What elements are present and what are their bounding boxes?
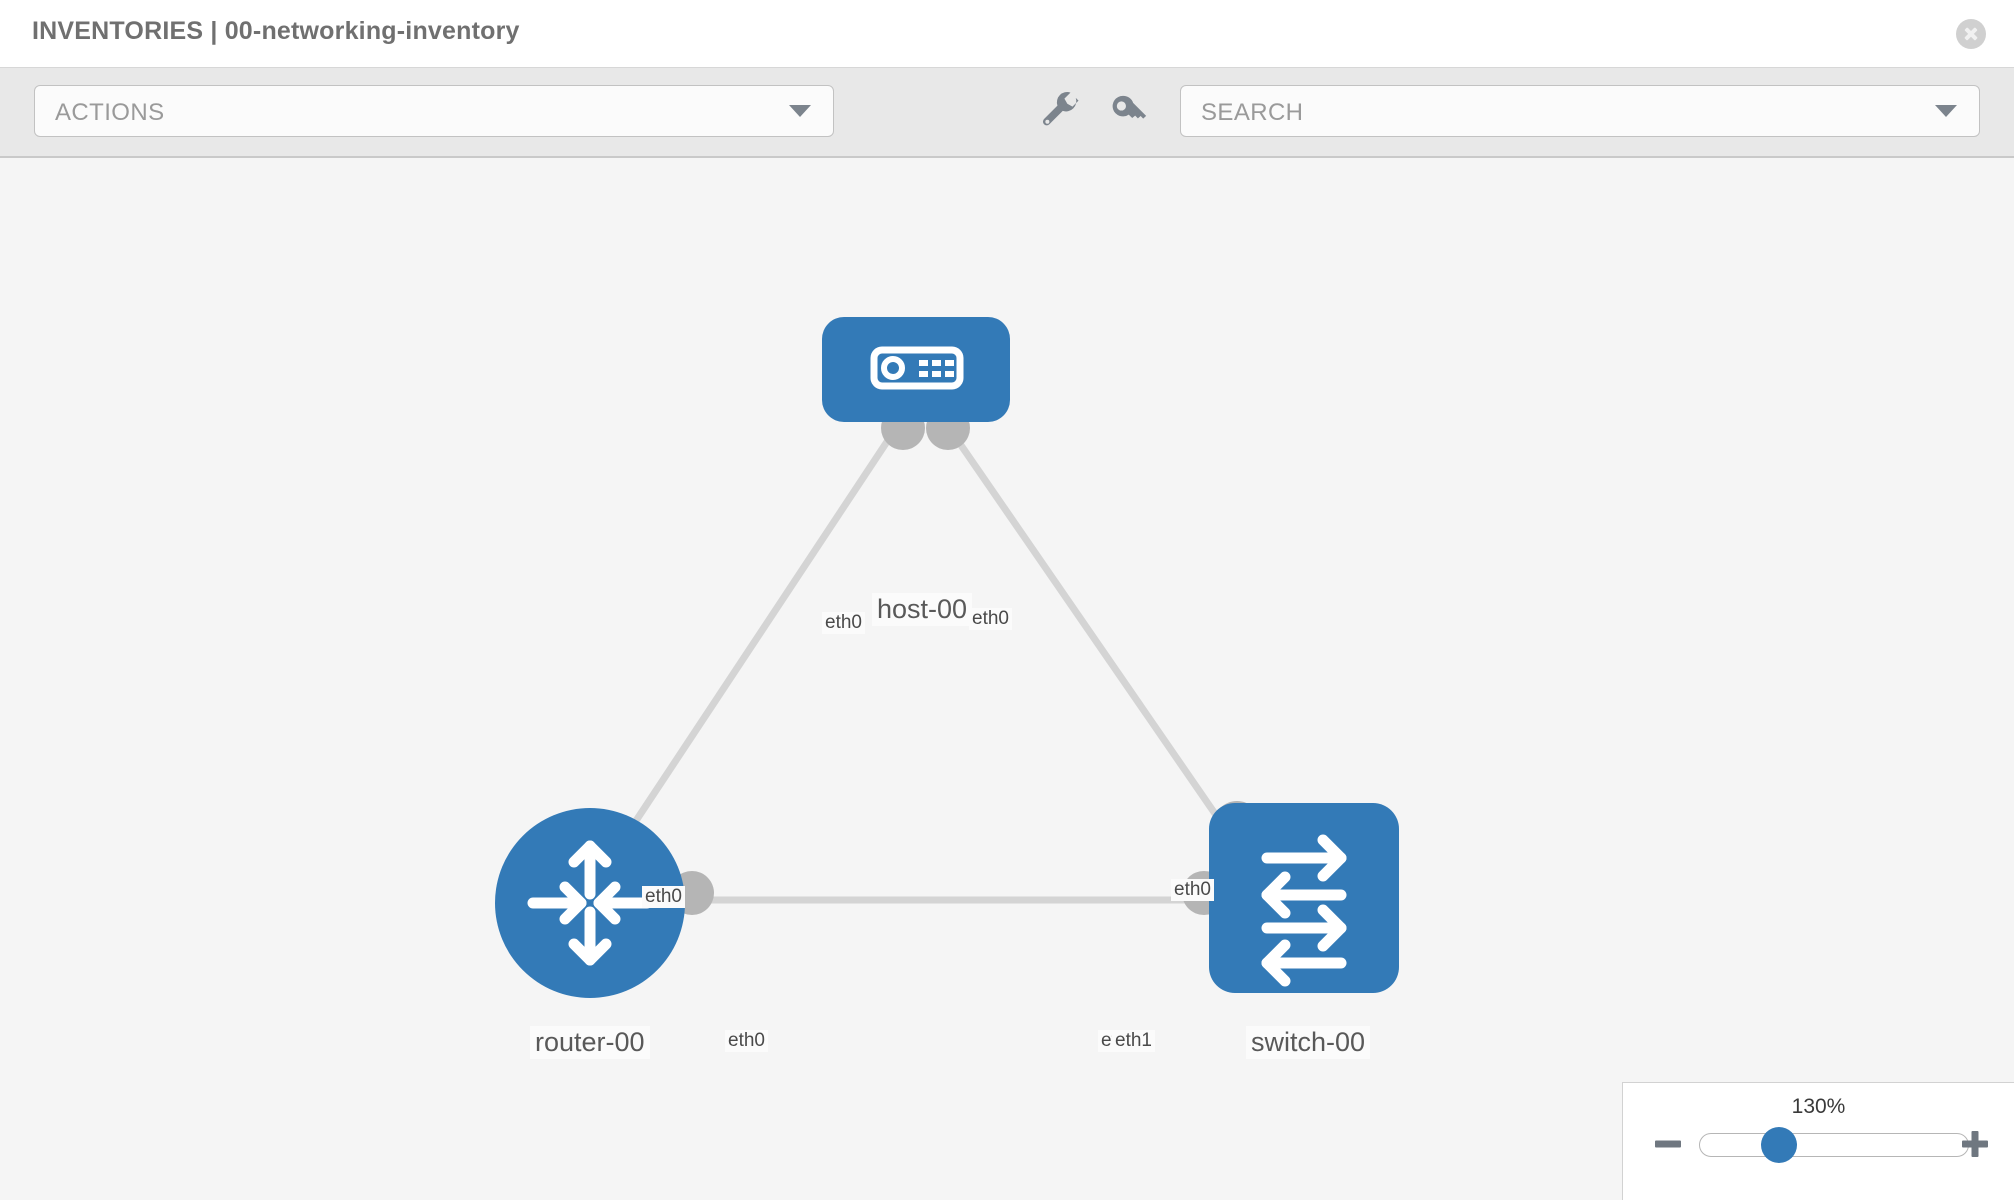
close-icon[interactable] — [1956, 19, 1986, 49]
node-label-router-00: router-00 — [530, 1026, 650, 1059]
link-host-switch[interactable] — [942, 420, 1243, 852]
switch-icon — [1261, 834, 1347, 987]
page-title: INVENTORIES | 00-networking-inventory — [32, 17, 520, 45]
actions-dropdown[interactable]: ACTIONS — [34, 85, 834, 137]
page-header: INVENTORIES | 00-networking-inventory — [0, 0, 2014, 68]
zoom-slider-track[interactable] — [1699, 1133, 1969, 1157]
iface-label-router-mid: eth0 — [725, 1030, 768, 1052]
link-host-router[interactable] — [607, 420, 903, 862]
iface-label-host-right: eth0 — [969, 608, 1012, 630]
toolbar: ACTIONS SEARCH — [0, 68, 2014, 158]
zoom-slider-thumb[interactable] — [1761, 1127, 1797, 1163]
node-label-host-00: host-00 — [872, 593, 973, 626]
zoom-out-button[interactable] — [1651, 1127, 1685, 1161]
topology-canvas[interactable]: host-00 router-00 switch-00 eth0 eth0 et… — [0, 160, 2014, 1200]
iface-label-switch-mid-b: eth1 — [1112, 1030, 1155, 1052]
chevron-down-icon — [789, 105, 811, 117]
iface-label-host-left: eth0 — [822, 612, 865, 634]
iface-label-router-uplink: eth0 — [642, 886, 685, 908]
zoom-level-value: 130% — [1791, 1095, 1846, 1118]
iface-label-switch-uplink: eth0 — [1171, 879, 1214, 901]
node-label-switch-00: switch-00 — [1246, 1026, 1371, 1059]
zoom-control-panel: 130% — [1622, 1082, 2014, 1200]
topology-links — [607, 406, 1261, 915]
zoom-in-button[interactable] — [1958, 1127, 1992, 1161]
search-placeholder: SEARCH — [1201, 99, 1304, 126]
search-input[interactable]: SEARCH — [1180, 85, 1980, 137]
actions-dropdown-label: ACTIONS — [55, 99, 165, 126]
server-icon — [870, 346, 964, 390]
topology-node-switch-00[interactable] — [1209, 803, 1399, 993]
chevron-down-icon[interactable] — [1935, 105, 1957, 117]
topology-node-host-00[interactable] — [822, 317, 1010, 422]
wrench-icon[interactable] — [1038, 90, 1082, 134]
router-icon — [527, 840, 653, 966]
key-icon[interactable] — [1106, 90, 1150, 134]
